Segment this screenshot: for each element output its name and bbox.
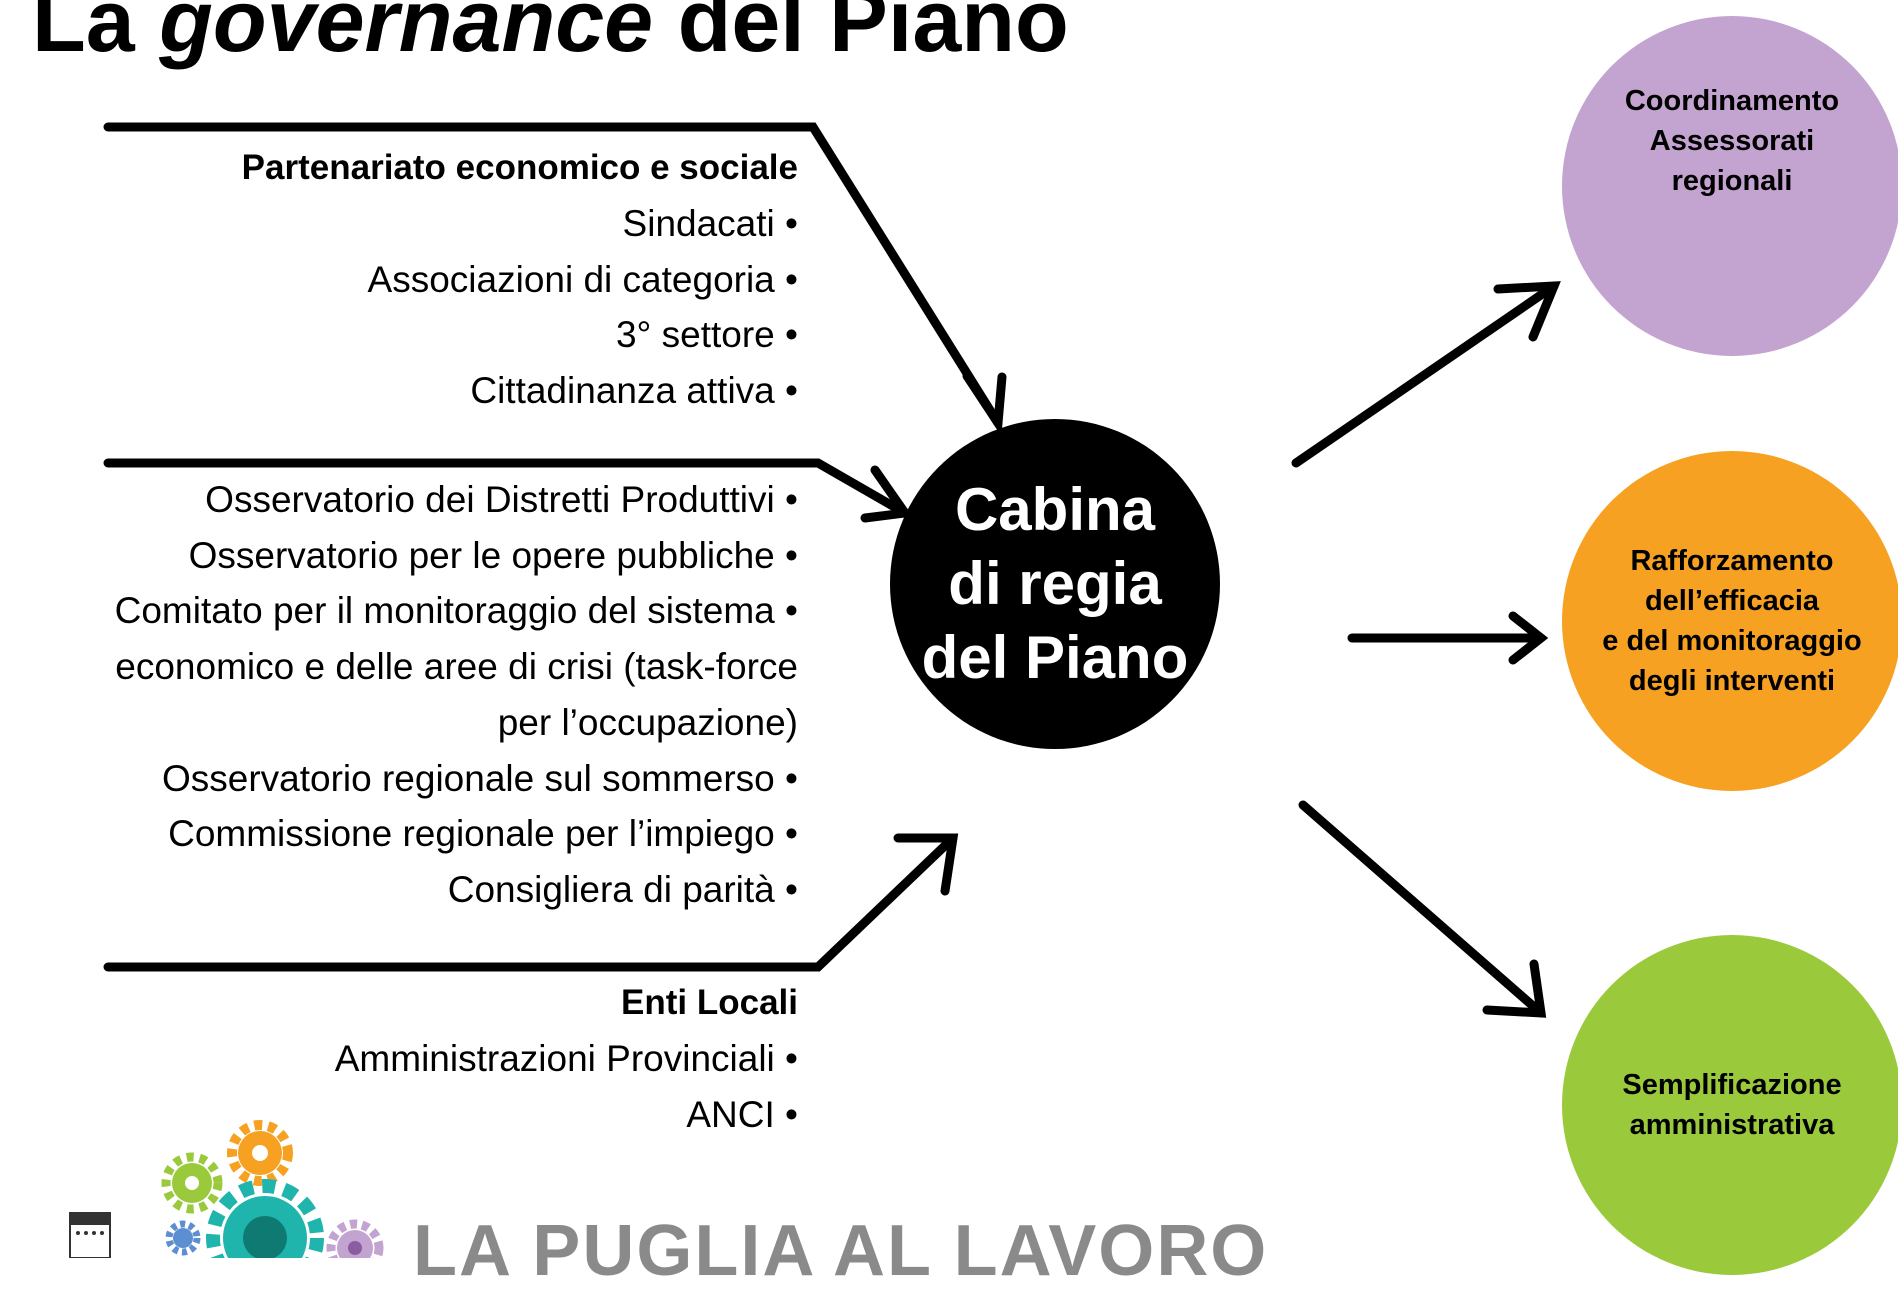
enti-locali-item: Amministrazioni Provinciali •: [334, 1038, 798, 1079]
arrowhead-rafforzamento: [1508, 611, 1549, 665]
hub-label-line: di regia: [948, 550, 1162, 617]
partenariato-heading: Partenariato economico e sociale: [241, 148, 798, 187]
teal-gear-icon: [206, 1179, 324, 1258]
goal-label-line: Assessorati: [1649, 125, 1815, 157]
goal-label-line: degli interventi: [1628, 665, 1836, 697]
arrowhead-partenariato: [962, 371, 1007, 437]
osservatori-item: Osservatorio dei Distretti Produttivi •: [205, 479, 798, 520]
partenariato-group: Partenariato economico e sociale Sindaca…: [242, 140, 798, 418]
blue-gear-icon: [165, 1220, 201, 1256]
partenariato-item: Associazioni di categoria •: [367, 258, 798, 300]
goal-coordinamento-circle: Coordinamento Assessorati regionali: [1562, 16, 1898, 356]
partenariato-item: 3° settore •: [615, 314, 798, 355]
hub-label-line: del Piano: [921, 624, 1189, 691]
page-title: La governance del Piano: [32, 0, 1069, 71]
goal-rafforzamento-circle: Rafforzamento dell’efficacia e del monit…: [1562, 451, 1898, 791]
green-gear-icon: [161, 1152, 223, 1214]
arrowhead-coordinamento: [1493, 281, 1561, 342]
osservatori-connector: [103, 458, 910, 518]
osservatori-item: Comitato per il monitoraggio del sistema…: [114, 590, 798, 631]
osservatori-group: Osservatorio dei Distretti Produttivi • …: [115, 472, 798, 917]
logo-wordmark: LA PUGLIA AL LAVORO: [413, 1211, 1269, 1291]
hub-label: Cabina di regia del Piano: [922, 473, 1189, 695]
goal-label-line: Semplificazione: [1622, 1069, 1842, 1101]
osservatori-item: Osservatorio per le opere pubbliche •: [188, 534, 798, 576]
title-italic: governance: [159, 0, 654, 70]
goal-label-line: regionali: [1671, 165, 1793, 197]
goal-label-line: e del monitoraggio: [1602, 625, 1862, 657]
osservatori-item: Osservatorio regionale sul sommerso •: [161, 757, 798, 799]
goal-label-line: Coordinamento: [1624, 85, 1840, 117]
enti-locali-heading: Enti Locali: [621, 983, 798, 1022]
enti-locali-connector: [103, 833, 958, 972]
regione-puglia-crest-icon: [69, 1212, 111, 1258]
goal-semplificazione-circle: Semplificazione amministrativa: [1562, 935, 1898, 1275]
cabina-di-regia-circle: Cabina di regia del Piano: [890, 419, 1220, 749]
partenariato-item: Cittadinanza attiva •: [470, 369, 798, 411]
purple-gear-icon: [326, 1219, 384, 1258]
osservatori-item: per l’occupazione): [497, 701, 798, 743]
goal-label: Rafforzamento dell’efficacia e del monit…: [1602, 541, 1861, 701]
osservatori-item: economico e delle aree di crisi (task-fo…: [115, 645, 798, 687]
arrowhead-semplificazione: [1482, 959, 1547, 1018]
partenariato-connector: [103, 122, 1003, 428]
arrow-to-coordinamento: [1291, 281, 1559, 468]
partenariato-item: Sindacati •: [622, 203, 798, 244]
osservatori-item: Consigliera di parità •: [447, 868, 798, 910]
goal-label: Coordinamento Assessorati regionali: [1625, 81, 1839, 201]
hub-label-line: Cabina: [954, 476, 1156, 543]
goal-label-line: amministrativa: [1629, 1109, 1835, 1141]
arrow-to-semplificazione: [1298, 800, 1546, 1018]
goal-label-line: dell’efficacia: [1644, 585, 1820, 617]
la-puglia-al-lavoro-logo: [69, 1120, 384, 1258]
arrowhead-enti-locali: [893, 833, 959, 896]
orange-gear-icon: [227, 1120, 293, 1186]
title-suffix: del Piano: [677, 0, 1069, 70]
osservatori-item: Commissione regionale per l’impiego •: [168, 813, 798, 854]
title-prefix: La: [32, 0, 135, 70]
enti-locali-group: Enti Locali Amministrazioni Provinciali …: [335, 975, 798, 1142]
enti-locali-item: ANCI •: [686, 1093, 798, 1135]
goal-label-line: Rafforzamento: [1630, 545, 1834, 577]
goal-label: Semplificazione amministrativa: [1622, 1065, 1841, 1145]
